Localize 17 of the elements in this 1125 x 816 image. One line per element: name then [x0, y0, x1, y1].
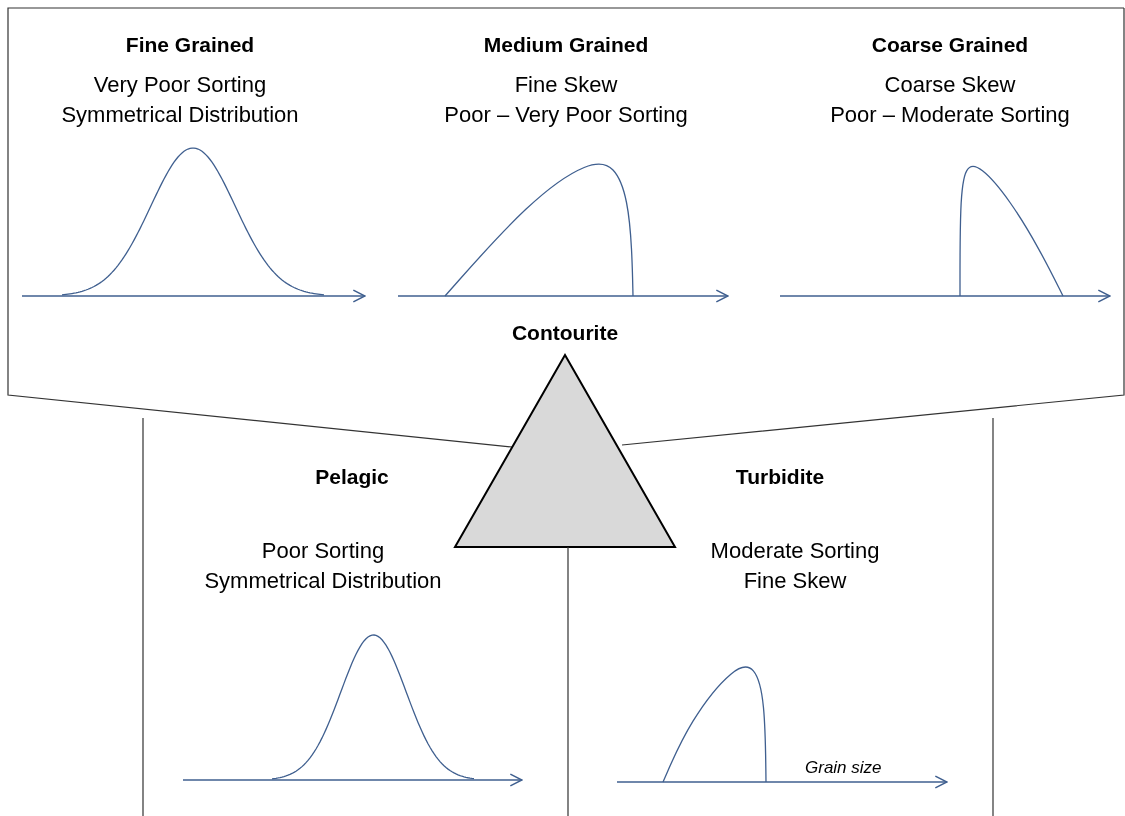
description-text: Moderate Sorting	[710, 537, 880, 565]
heading: Pelagic	[315, 464, 389, 490]
description-text: Symmetrical Distribution	[61, 101, 299, 129]
heading: Contourite	[511, 320, 619, 346]
description-text: Coarse Skew	[884, 71, 1016, 99]
heading: Medium Grained	[483, 32, 649, 58]
description-text: Fine Skew	[743, 567, 847, 595]
description-text: Poor – Moderate Sorting	[830, 101, 1070, 129]
description-text: Poor – Very Poor Sorting	[444, 101, 688, 129]
heading: Coarse Grained	[871, 32, 1029, 58]
axis-label: Grain size	[805, 757, 882, 779]
heading: Turbidite	[735, 464, 825, 490]
heading: Fine Grained	[125, 32, 255, 58]
description-text: Poor Sorting	[261, 537, 385, 565]
description-text: Symmetrical Distribution	[204, 567, 442, 595]
description-text: Fine Skew	[514, 71, 618, 99]
description-text: Very Poor Sorting	[93, 71, 267, 99]
